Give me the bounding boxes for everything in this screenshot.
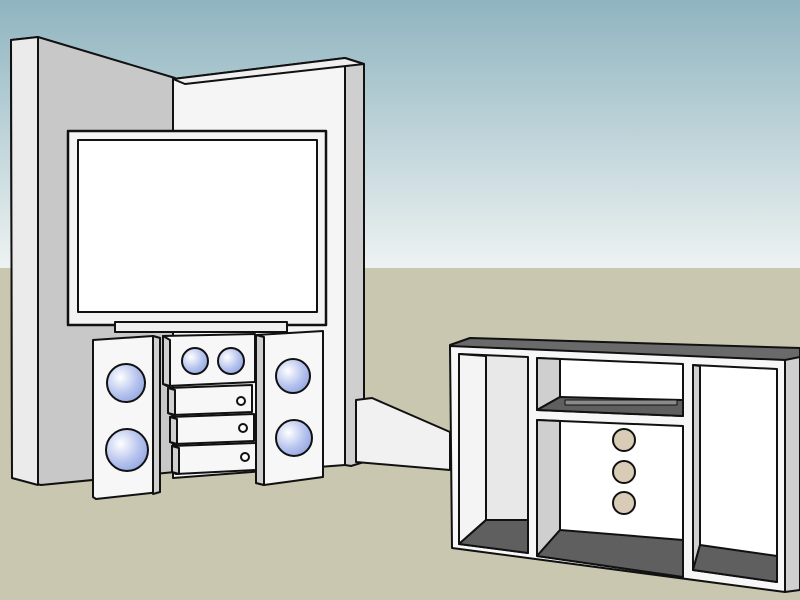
floor-ramp: [355, 397, 451, 471]
speaker-cone-icon: [181, 347, 209, 375]
speaker-cone-icon: [105, 428, 149, 472]
shelf-slot: [564, 399, 678, 406]
speaker-cone-icon: [106, 363, 146, 403]
tv-stand-base: [114, 321, 288, 333]
tower-speaker-right: [255, 330, 324, 486]
tower-speaker-left: [92, 335, 161, 500]
knob-icon: [236, 396, 246, 406]
av-receiver-stack: [167, 384, 257, 475]
media-cabinet: [449, 337, 800, 593]
center-speaker: [162, 333, 256, 387]
cable-hole-icon: [612, 428, 636, 452]
knob-icon: [240, 452, 250, 462]
speaker-cone-icon: [275, 419, 313, 457]
knob-icon: [238, 423, 248, 433]
cable-hole-icon: [612, 491, 636, 515]
av-unit-bottom: [171, 442, 257, 475]
av-unit-middle: [169, 413, 255, 445]
av-unit-top: [167, 384, 253, 416]
speaker-cone-icon: [275, 358, 311, 394]
speaker-cone-icon: [217, 347, 245, 375]
flat-screen-tv: [66, 129, 328, 333]
cable-hole-icon: [612, 460, 636, 484]
